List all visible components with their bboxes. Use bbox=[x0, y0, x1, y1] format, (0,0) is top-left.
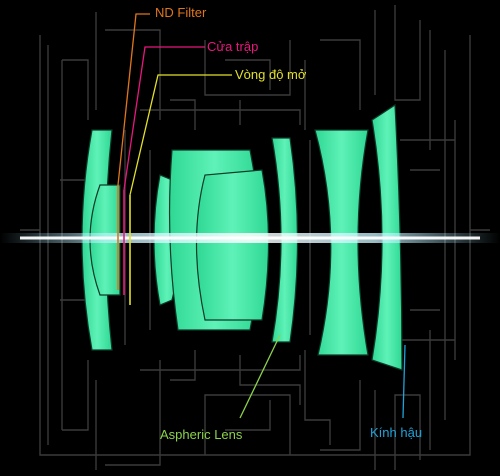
nd-filter-label: ND Filter bbox=[155, 5, 207, 20]
shutter-label: Cửa trập bbox=[207, 39, 259, 54]
aspheric-lens-label: Aspheric Lens bbox=[160, 427, 243, 442]
rear-lens-leader bbox=[402, 344, 406, 419]
aspheric-leader bbox=[239, 334, 281, 419]
rear-lens-label: Kính hậu bbox=[370, 425, 423, 440]
shutter-leader bbox=[123, 46, 205, 191]
nd-filter-leader bbox=[117, 13, 150, 186]
aperture-label: Vòng độ mở bbox=[235, 67, 307, 82]
light-beam-core bbox=[20, 236, 480, 240]
lens-housing-outline bbox=[20, 5, 490, 470]
lens-element-group-2c bbox=[195, 169, 270, 321]
aperture-leader bbox=[129, 74, 232, 196]
